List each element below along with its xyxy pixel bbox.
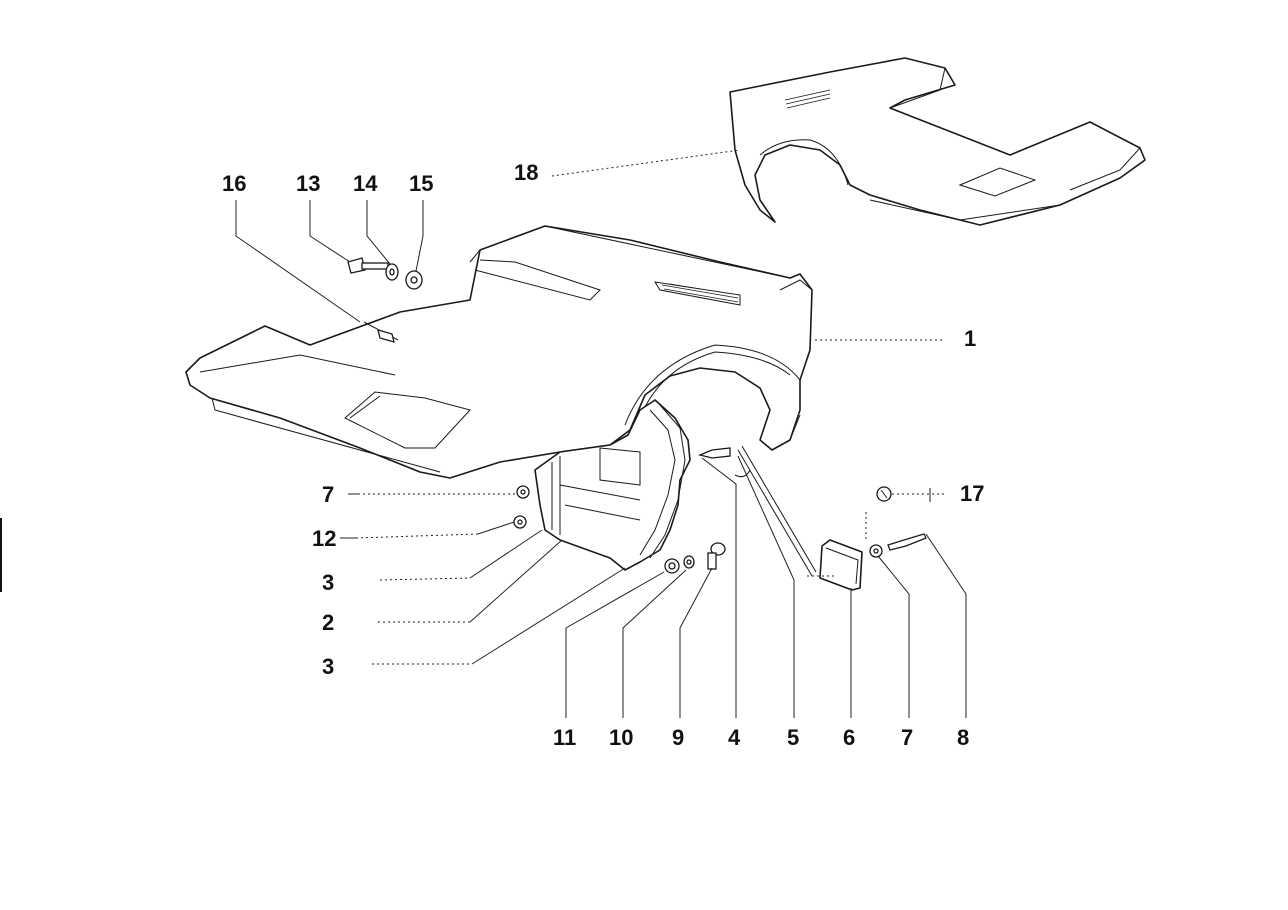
callout-6: 6: [843, 725, 855, 750]
callout-3-lower: 3: [322, 654, 334, 679]
pin-4: [697, 447, 751, 478]
callout-12-label: 12: [312, 526, 336, 551]
rod-5: [737, 445, 817, 577]
cover-plate-6: [819, 539, 863, 591]
callout-14: 14: [353, 171, 378, 196]
callout-2: 2: [322, 610, 334, 635]
callout-13: 13: [296, 171, 320, 196]
screw-16: [363, 321, 399, 343]
callout-8: 8: [957, 725, 969, 750]
leader-lines: [235, 149, 967, 718]
callout-1: 1: [964, 326, 976, 351]
bolt-9: [707, 542, 726, 570]
nut-11: [664, 558, 680, 574]
callout-labels: 16 13 14 15 18 1 17 7 12 12 3 2 3 11 10 …: [222, 160, 984, 750]
nut-15: [405, 270, 423, 290]
bolt-13: [347, 257, 389, 274]
fender-panel-18: [729, 57, 1146, 226]
callout-5: 5: [787, 725, 799, 750]
callout-16: 16: [222, 171, 246, 196]
nut-7-right: [869, 544, 883, 558]
vent-grille-1: [653, 281, 741, 306]
clip-17: [876, 486, 931, 502]
callout-7-right-label: 7: [901, 725, 913, 750]
main-panel-1: [185, 225, 813, 479]
callout-11: 11: [553, 725, 576, 750]
washer-10: [683, 555, 695, 569]
callout-10: 10: [609, 725, 633, 750]
callout-9: 9: [672, 725, 684, 750]
washer-12: [513, 515, 527, 529]
washer-14: [385, 263, 399, 281]
callout-15: 15: [409, 171, 433, 196]
callout-18: 18: [514, 160, 538, 185]
nut-7-left: [516, 485, 530, 499]
screw-8: [887, 533, 927, 551]
wheel-liner-2: [534, 399, 691, 571]
vent-grille-18: [784, 89, 831, 109]
callout-4: 4: [728, 725, 741, 750]
callout-17: 17: [960, 481, 984, 506]
callout-3-upper: 3: [322, 570, 334, 595]
callout-7-left: 7: [322, 482, 334, 507]
